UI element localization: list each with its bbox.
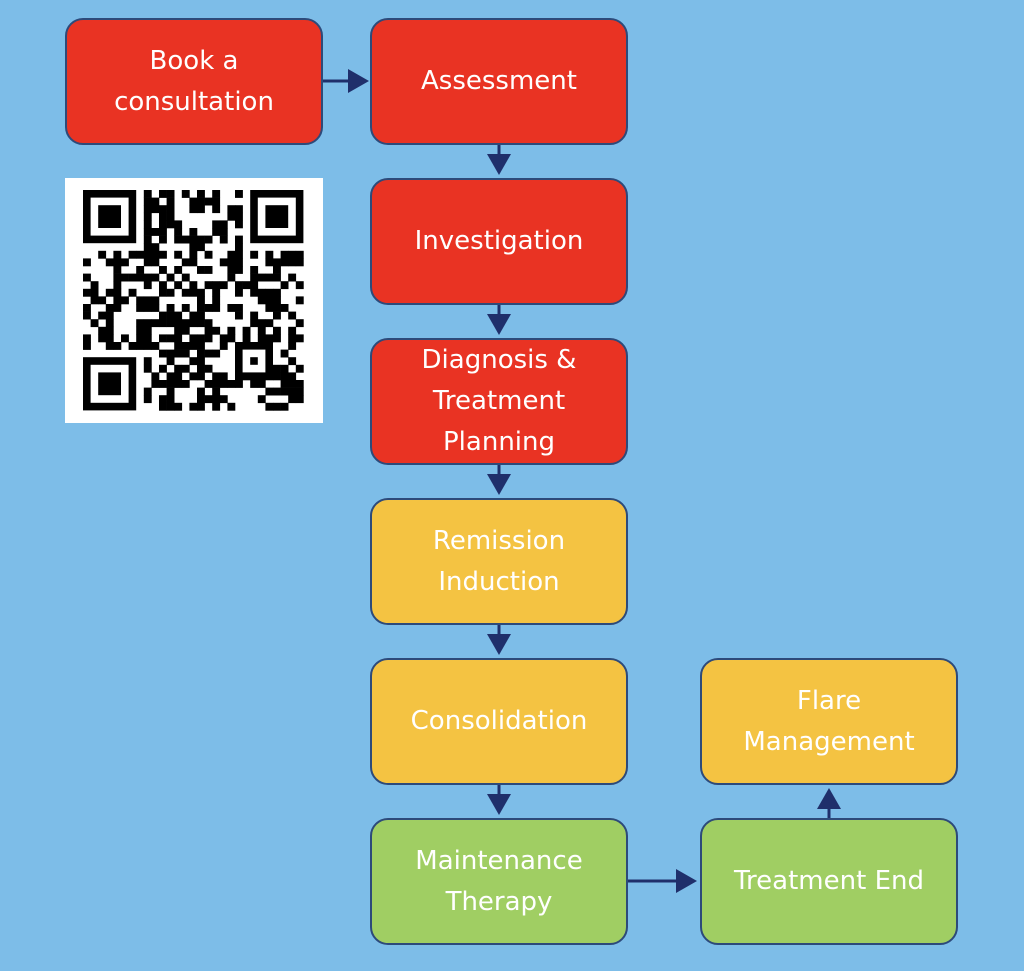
flare-management-label: Flare Management xyxy=(743,685,915,757)
maintenance-label: Maintenance Therapy xyxy=(415,845,583,917)
assessment-label: Assessment xyxy=(421,66,577,96)
diagnosis-node: Diagnosis & Treatment Planning xyxy=(370,338,628,465)
investigation-node: Investigation xyxy=(370,178,628,305)
investigation-label: Investigation xyxy=(414,226,584,256)
qr-code-graphic xyxy=(65,178,323,423)
treatment-end-node: Treatment End xyxy=(700,818,958,945)
maintenance-node: Maintenance Therapy xyxy=(370,818,628,945)
treatment-end-label: Treatment End xyxy=(734,866,924,896)
diagnosis-label: Diagnosis & Treatment Planning xyxy=(421,345,577,457)
book-consultation-node[interactable]: Book a consultation xyxy=(65,18,323,145)
remission-node: Remission Induction xyxy=(370,498,628,625)
qr-code-icon[interactable] xyxy=(65,178,323,423)
book-consultation-label: Book a consultation xyxy=(114,45,274,117)
flare-management-node: Flare Management xyxy=(700,658,958,785)
remission-label: Remission Induction xyxy=(432,525,566,597)
assessment-node: Assessment xyxy=(370,18,628,145)
consolidation-node: Consolidation xyxy=(370,658,628,785)
consolidation-label: Consolidation xyxy=(410,706,588,736)
